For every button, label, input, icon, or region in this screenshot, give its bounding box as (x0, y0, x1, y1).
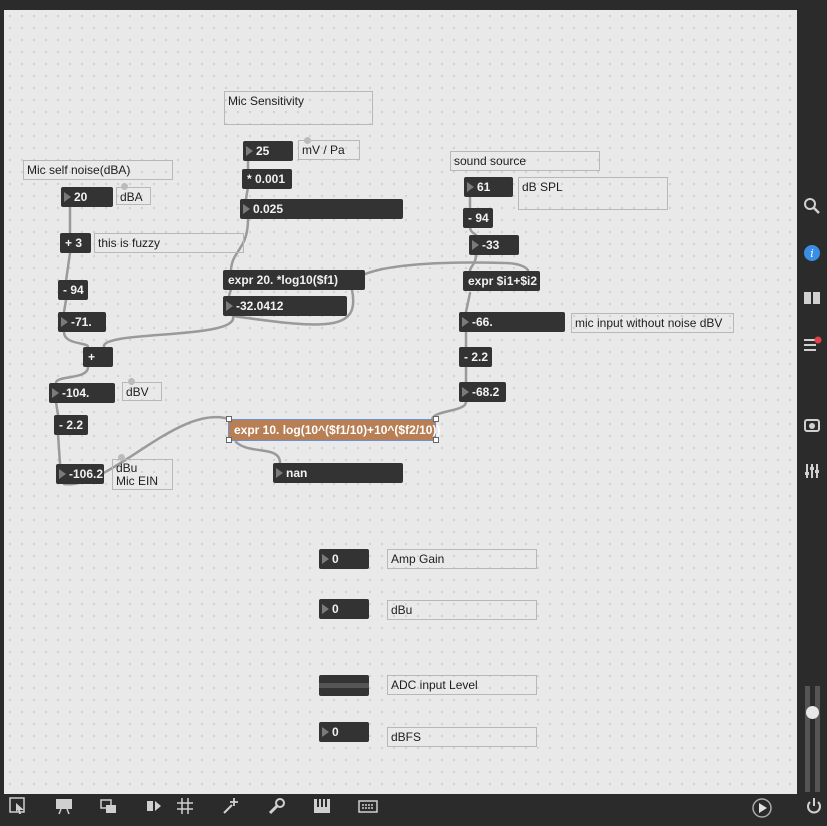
presentation-icon[interactable] (53, 797, 75, 822)
object-plus-3[interactable]: + 3 (60, 233, 91, 253)
play-icon[interactable] (751, 797, 773, 826)
comment-dbu: dBu (387, 600, 537, 620)
selection-handle[interactable] (226, 437, 232, 443)
comment-dbv: dBV (122, 382, 162, 401)
number-nan[interactable]: nan (273, 463, 403, 483)
object-minus-94-left[interactable]: - 94 (58, 280, 88, 300)
comment-dbu-mic-ein: dBu Mic EIN (112, 459, 173, 490)
comment-adc-level: ADC input Level (387, 675, 537, 695)
patcher-canvas[interactable] (4, 10, 797, 794)
list-icon[interactable] (802, 336, 822, 356)
number-amp-gain[interactable]: 0 (319, 549, 369, 569)
object-minus-2-2-left[interactable]: - 2.2 (54, 415, 88, 435)
bottom-toolbar (0, 794, 827, 823)
number-dbfs[interactable]: 0 (319, 722, 369, 742)
number-minus-106[interactable]: -106.2 (56, 464, 104, 484)
comment-handle (118, 454, 125, 461)
comment-db-spl: dB SPL (518, 177, 668, 210)
number-spl[interactable]: 61 (464, 177, 513, 197)
comment-sound-source: sound source (450, 151, 600, 171)
grid-icon[interactable] (174, 797, 196, 822)
selection-handle[interactable] (433, 416, 439, 422)
object-expr-log10[interactable]: expr 20. *log10($f1) (223, 270, 365, 290)
number-minus-71[interactable]: -71. (58, 312, 106, 332)
mixer-icon[interactable] (802, 462, 822, 482)
comment-amp-gain: Amp Gain (387, 549, 537, 569)
number-minus-33[interactable]: -33 (469, 235, 519, 255)
object-minus-94-right[interactable]: - 94 (463, 208, 493, 228)
add-object-icon[interactable] (220, 797, 242, 822)
object-expr-power-sum[interactable]: expr 10. log(10^($f1/10)+10^($f2/10)) (228, 419, 440, 441)
wrench-icon[interactable] (266, 797, 288, 822)
snapshot-icon[interactable] (802, 416, 822, 436)
comment-fuzzy: this is fuzzy (94, 233, 244, 253)
meter-track (319, 683, 369, 688)
number-self-noise[interactable]: 20 (61, 187, 113, 207)
piano-keys-icon[interactable] (311, 797, 333, 822)
number-mv-pa[interactable]: 25 (243, 141, 293, 161)
select-arrow-icon[interactable] (7, 797, 29, 822)
object-plus[interactable]: + (83, 347, 113, 367)
selection-handle[interactable] (226, 416, 232, 422)
comment-mic-self-noise: Mic self noise(dBA) (23, 160, 173, 180)
number-minus-66[interactable]: -66. (459, 312, 565, 332)
meter-bar-left (805, 686, 810, 792)
number-minus-68[interactable]: -68.2 (459, 382, 506, 402)
number-sensitivity-volts[interactable]: 0.025 (240, 199, 403, 219)
comment-handle (128, 378, 135, 385)
svg-text:i: i (810, 247, 814, 260)
output-level-meter[interactable] (805, 686, 821, 792)
right-sidebar: i (797, 0, 827, 794)
number-dbu[interactable]: 0 (319, 599, 369, 619)
top-toolbar-strip (0, 0, 827, 10)
comment-dba: dBA (116, 187, 151, 205)
selection-handle[interactable] (433, 437, 439, 443)
info-icon[interactable]: i (802, 244, 822, 264)
search-icon[interactable] (802, 197, 822, 217)
book-icon[interactable] (802, 290, 822, 310)
meter-bar-right (815, 686, 820, 792)
comment-dbfs: dBFS (387, 727, 537, 747)
comment-handle (121, 183, 128, 190)
comment-line: Mic EIN (116, 474, 158, 488)
power-icon[interactable] (803, 797, 825, 822)
object-minus-2-2-right[interactable]: - 2.2 (459, 347, 492, 367)
object-expr-sum[interactable]: expr $i1+$i2 (463, 271, 540, 291)
comment-mic-input: mic input without noise dBV (571, 313, 734, 333)
number-sensitivity-dbv[interactable]: -32.0412 (223, 296, 347, 316)
comment-mic-sensitivity: Mic Sensitivity (224, 91, 373, 125)
object-mult-0001[interactable]: * 0.001 (242, 169, 292, 189)
patch-cord-icon[interactable] (143, 797, 165, 822)
volume-slider-knob[interactable] (806, 706, 819, 719)
comment-line: dBu (116, 461, 138, 475)
comment-mv-pa: mV / Pa (298, 140, 360, 160)
windows-icon[interactable] (98, 797, 120, 822)
adc-level-meter[interactable] (319, 675, 369, 696)
keyboard-icon[interactable] (357, 797, 379, 822)
comment-handle (304, 137, 311, 144)
number-minus-104[interactable]: -104. (49, 383, 115, 403)
